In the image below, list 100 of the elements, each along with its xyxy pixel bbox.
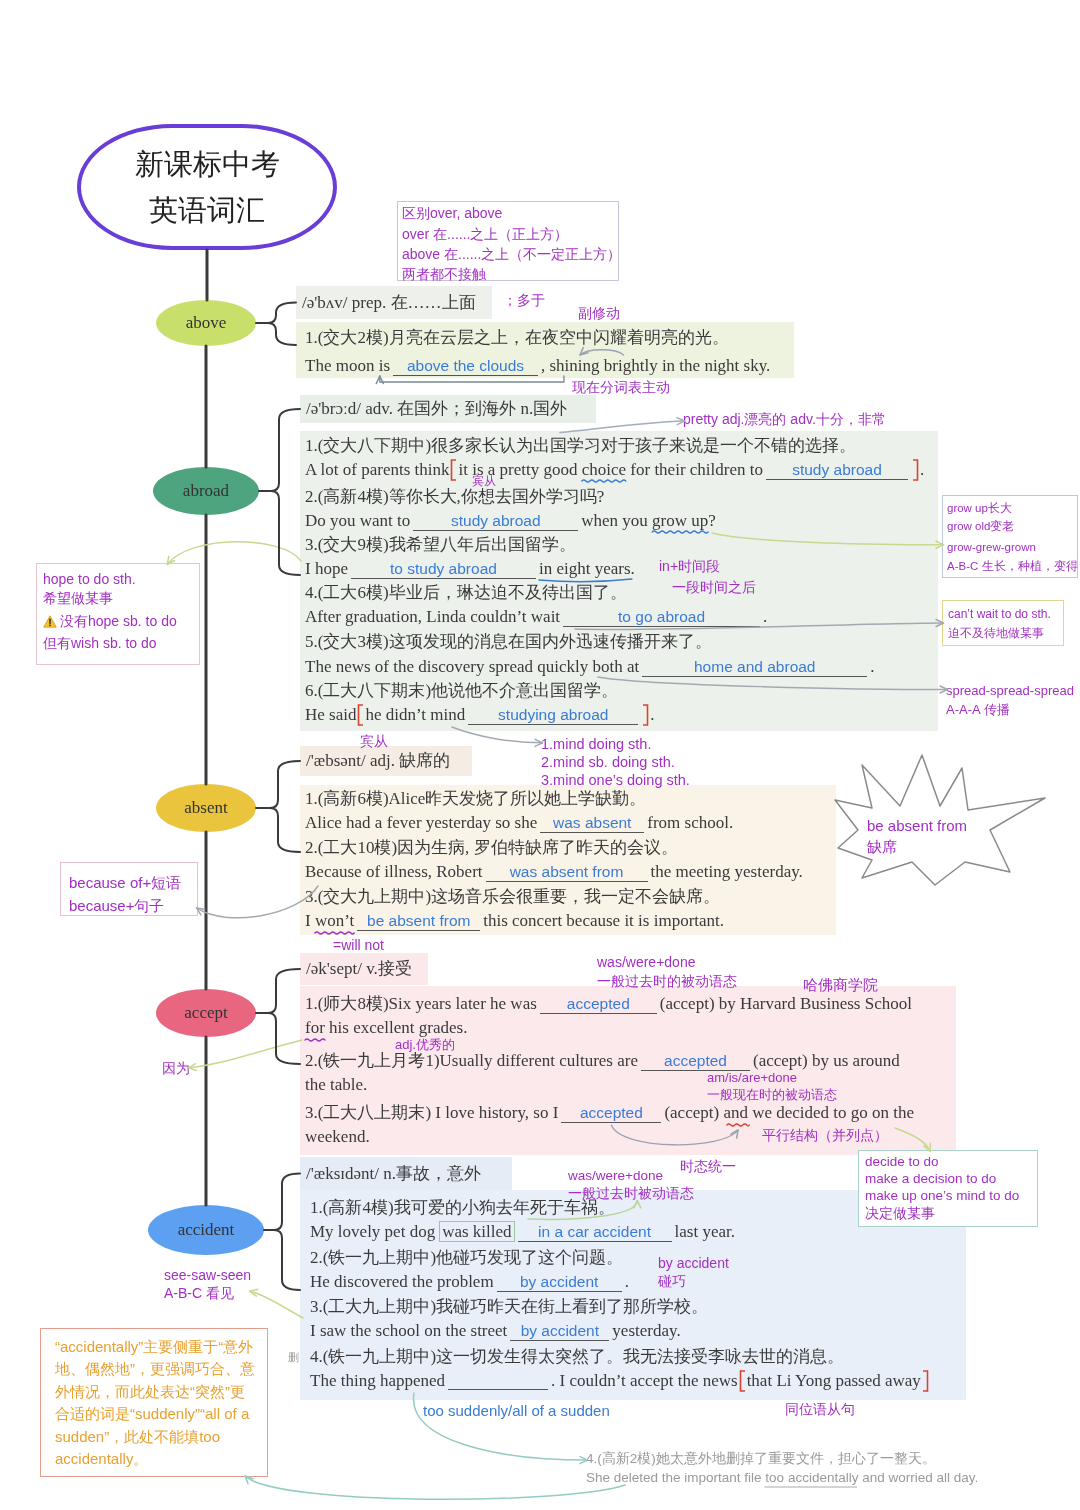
title-bubble: 新课标中考英语词汇 [77,124,337,250]
sentence-text: 5.(交大3模)这项发现的消息在国内外迅速传播开来了。 [305,632,712,651]
annotation-text: adj.优秀的 [395,1036,455,1053]
annotation-text: 副修动 [578,304,620,322]
annotation-text: ；多于 [503,291,545,309]
answer-blank: by accident [510,1322,610,1341]
sentence-text: 1.(交大八下期中)很多家长认为出国学习对于孩子来说是一个不错的选择。 [305,436,857,455]
note-text: pretty adj.漂亮的 adv.十分，非常 [683,410,886,428]
sentence-text: He discovered the problem [310,1272,494,1291]
delete-mark: 删 [288,1350,299,1364]
sentence-text: 2.(铁一九上月考1)Usually different cultures are [305,1051,638,1070]
topic-blob: above [156,300,256,346]
definition-panel: /ə'bʌv/ prep. 在……上面 [296,286,492,319]
note-text: A-B-C 看见 [164,1285,234,1301]
sentence-text: that Li Yong passed away [746,1371,921,1390]
connector-line [204,1035,208,1207]
framed-phrase: was killed [439,1221,515,1242]
topic-blob: accept [156,989,256,1037]
answer-blank: accepted [539,995,657,1014]
note-text: above 在......之上（不一定正上方） [402,245,622,263]
leader-arrow [559,417,686,434]
sentence-text: from school. [647,813,734,832]
sentence-text: 4.(铁一九上期中)这一切发生得太突然了。我无法接受李咏去世的消息。 [310,1347,845,1366]
sentence-text: 4.(工大6模)毕业后，琳达迫不及待出国了。 [305,583,627,602]
leader-arrow [527,1199,640,1221]
sentence-text: 3.(工大八上期末) I love history, so I [305,1103,559,1122]
note-box [858,1150,1038,1227]
sentence-text: 2.(高新4模)等你长大,你想去国外学习吗? [305,487,605,506]
note-text: 迫不及待地做某事 [948,625,1044,641]
sentence-text: . I couldn’t accept the news [551,1371,738,1390]
sentence-text: 1.(高新6模)Alice昨天发烧了所以她上学缺勤。 [305,789,647,808]
topic-blob: abroad [153,467,259,515]
answer-blank: accepted [561,1104,662,1123]
sentence-text: . [920,460,925,479]
sentence-text: 6.(工大八下期末)他说他不介意出国留学。 [305,681,619,700]
note-text: make up one’s mind to do [865,1187,1020,1205]
sentence-text: 3.(交大9模)我希望八年后出国留学。 [305,535,576,554]
brace [255,301,297,346]
sentence-text: . [624,1272,629,1291]
sentence-text: the table. [305,1075,368,1094]
note-text: 3.mind one’s doing sth. [541,771,690,788]
leader-arrow [244,1475,626,1500]
answer-blank: study abroad [766,461,908,480]
sentence-text: 1.(交大2模)月亮在云层之上，在夜空中闪耀着明亮的光。 [305,328,729,347]
answer-blank: was absent from [485,863,648,882]
note-text: 1.mind doing sth. [541,735,652,752]
annotation-text: 一般现在时的被动语态 [707,1085,837,1103]
leader-arrow [187,1039,303,1072]
note-text: 2.mind sb. doing sth. [541,753,675,770]
sentence-text: The moon is [305,356,390,375]
definition-panel: /ək'sept/ v.接受 [300,953,428,985]
brace [255,760,301,853]
annotation-text: 碰巧 [658,1272,686,1290]
answer-blank: to study abroad [350,560,536,579]
sentence-text: Alice had a fever yesterday so she [305,813,538,832]
sentence-text: A lot of parents think [305,460,450,479]
answer-blank: studying abroad [468,706,639,725]
sentence-text: for his excellent grades. [305,1018,468,1037]
note-text: grow old变老 [947,518,1015,534]
sentence-text: , shining brightly in the night sky. [541,356,771,375]
leader-arrow [574,618,945,631]
answer-text: too suddenly/all of a sudden [423,1401,610,1421]
note-text: 没有hope sb. to do [60,612,177,630]
annotation-text: 平行结构（并列点） [762,1126,888,1144]
note-text: over 在......之上（正上方） [402,225,569,243]
sentence-text: (accept) by Harvard Business School [659,994,912,1013]
note-text: spread-spread-spread [946,682,1074,698]
sentence-text: yesterday. [612,1321,681,1340]
note-box [397,201,619,281]
note-box [36,563,200,665]
note-text: 区别over, above [402,204,503,222]
sentence-text: 3.(工大九上期中)我碰巧昨天在街上看到了那所学校。 [310,1297,709,1316]
note-text: decide to do [865,1153,939,1171]
connector-line [204,513,208,786]
sentence-text: (accept) and we decided to go on the [664,1103,915,1122]
note-text: make a decision to do [865,1170,997,1188]
note-box: “accidentally”主要侧重于“意外地、偶然地”，更强调巧合、意外情况，而此处表达“突然”更合适的词是“suddenly”“all of a sudden”，此处不能填too accidentally。 [40,1328,268,1478]
sentence-text: when you grow up? [581,511,716,530]
answer-blank: was absent [540,814,645,833]
annotation-text: 一段时间之后 [672,578,756,596]
sentence-text: in eight years. [538,559,635,578]
answer-blank: above the clouds [393,357,538,376]
sentence-text: 2.(工大10模)因为生病, 罗伯特缺席了昨天的会议。 [305,838,678,857]
sentence-text: . [650,705,655,724]
note-box [942,600,1064,646]
annotation-text: 一般过去时的被动语态 [597,972,737,990]
brace [258,408,301,576]
brace [263,1172,301,1291]
answer-blank: to go abroad [563,608,761,627]
example-panel [300,431,938,731]
annotation-text: 时态统一 [680,1157,736,1175]
leader-arrow [248,1288,304,1319]
topic-blob: accident [148,1205,264,1255]
note-box [942,495,1078,578]
sentence-text: I hope [305,559,348,578]
connector-line [205,248,209,302]
note-text: see-saw-seen [164,1267,252,1283]
annotation-text: 哈佛商学院 [803,975,878,995]
leader-arrow [166,541,302,566]
definition-panel: /'æksɪdənt/ n.事故，意外 [300,1157,512,1190]
